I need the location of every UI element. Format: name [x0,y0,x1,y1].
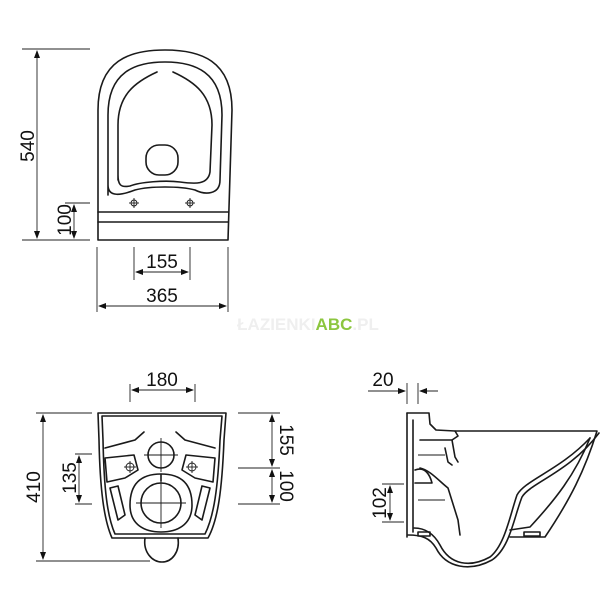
dim-102: 102 [370,487,391,519]
side-view: 20 102 [368,370,600,568]
dim-540: 540 [18,130,39,162]
fixing-hole-icon [186,461,198,473]
dim-135: 135 [60,462,81,494]
watermark-prefix: ŁAZIENKI [237,315,315,334]
dim-180: 180 [146,370,178,391]
fixing-point-icon [185,198,195,208]
top-view: 540 100 155 365 [18,48,233,312]
watermark: ŁAZIENKIABC.PL [237,315,379,334]
dim-365: 365 [146,286,178,307]
dim-155-top: 155 [146,252,178,273]
watermark-brand: ABC [316,315,353,334]
watermark-suffix: .PL [352,315,378,334]
dim-100-top: 100 [55,204,76,236]
fixing-point-icon [129,198,139,208]
dim-155-rear: 155 [275,424,296,456]
fixing-hole-icon [124,461,136,473]
rear-view: 180 410 135 155 100 [24,370,296,563]
dim-410: 410 [24,471,45,503]
svg-text:ŁAZIENKIABC.PL: ŁAZIENKIABC.PL [237,315,379,334]
dim-20: 20 [372,370,393,391]
dim-100-rear: 100 [275,470,296,502]
